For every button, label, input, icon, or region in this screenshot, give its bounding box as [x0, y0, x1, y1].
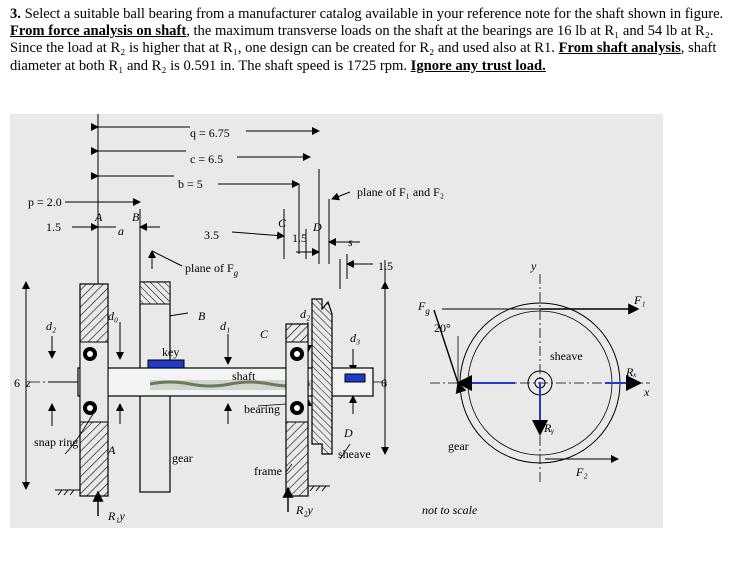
dim-six-right: 6: [381, 376, 387, 390]
label-C-mid: C: [260, 327, 269, 341]
problem-intro: Select a suitable ball bearing from a ma…: [24, 6, 724, 22]
dim-ab35: 3.5: [204, 228, 219, 242]
label-A-low: A: [107, 443, 116, 457]
label-C-top: C: [278, 216, 287, 230]
dim-s15: 1.5: [378, 259, 393, 273]
label-R1y: R₁y: [107, 509, 126, 523]
dim-s: s: [348, 235, 353, 249]
side-view: Fg 20° y F₁ sheave Rₓ x Rᵧ gear F₂ not t…: [417, 259, 650, 517]
problem-number: 3.: [10, 6, 21, 22]
dim-b: b = 5: [178, 177, 203, 191]
side-gear: gear: [448, 439, 469, 453]
side-note: not to scale: [422, 503, 478, 517]
force-analysis-text: , the maximum transverse loads on the sh…: [10, 23, 714, 57]
dimension-lines: [65, 114, 389, 455]
shaft-analysis-text: , shaft diameter at both R₁ and R₂ is 0.…: [10, 40, 717, 74]
label-d3: d₃: [350, 331, 360, 345]
shaft-analysis-heading: From shaft analysis: [558, 40, 681, 57]
dim-p15: 1.5: [46, 220, 61, 234]
side-Rx: Rₓ: [625, 365, 637, 379]
label-bearing: bearing: [244, 402, 280, 416]
side-Fg-label: Fg: [417, 299, 430, 316]
label-z: z: [25, 376, 31, 390]
shaft-assembly-drawing: q = 6.75 c = 6.5 b = 5 p = 2.0 1.5 a 3.5…: [14, 114, 650, 523]
label-A-top: A: [94, 210, 103, 224]
shaft-figure: q = 6.75 c = 6.5 b = 5 p = 2.0 1.5 a 3.5…: [10, 114, 663, 528]
side-y: y: [530, 259, 537, 273]
sheave-body: [311, 298, 333, 455]
dim-six-left: 6: [14, 376, 20, 390]
label-D-low: D: [343, 426, 353, 440]
label-B-top: B: [132, 210, 140, 224]
label-d0: d₀: [108, 309, 118, 323]
label-d2-mid: d₂: [300, 307, 310, 321]
label-sheave: sheave: [338, 447, 371, 461]
label-D-top: D: [312, 220, 322, 234]
dim-q: q = 6.75: [190, 126, 230, 140]
dim-p: p = 2.0: [28, 195, 62, 209]
dim-a: a: [118, 224, 124, 238]
side-Ry: Rᵧ: [543, 421, 554, 435]
label-R2y: R₂y: [295, 503, 314, 517]
label-d2-left: d₂: [46, 319, 56, 333]
label-gear: gear: [172, 451, 193, 465]
label-d1: d₁: [220, 319, 230, 333]
problem-statement: 3. Select a suitable ball bearing from a…: [10, 6, 732, 75]
label-frame: frame: [254, 464, 282, 478]
side-F2: F₂: [575, 465, 588, 479]
label-shaft: shaft: [232, 369, 256, 383]
side-x: x: [643, 385, 650, 399]
label-plane-f1f2: plane of F₁ and F₂: [357, 185, 444, 199]
dim-cd15: 1.5: [292, 231, 307, 245]
force-analysis-heading: From force analysis on shaft: [10, 23, 187, 40]
label-snap-ring: snap ring: [34, 435, 78, 449]
side-angle: 20°: [434, 321, 451, 335]
key-part: [147, 359, 185, 369]
dim-c: c = 6.5: [190, 152, 223, 166]
label-key: key: [162, 345, 179, 359]
side-sheave: sheave: [550, 349, 583, 363]
ignore-thrust-note: Ignore any trust load.: [410, 57, 546, 74]
label-B-mid: B: [198, 309, 206, 323]
label-plane-fg: plane of Fg: [185, 261, 239, 278]
side-F1: F₁: [633, 293, 646, 307]
